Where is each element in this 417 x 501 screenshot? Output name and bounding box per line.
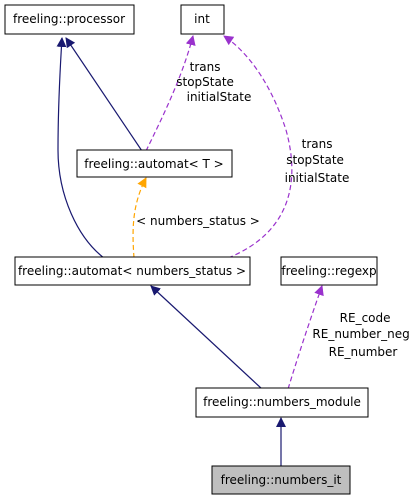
label-int-automat-t: trans stopState initialState (176, 60, 251, 104)
node-automat-numbers-status[interactable]: freeling::automat< numbers_status > (14, 256, 251, 286)
node-numbers-module[interactable]: freeling::numbers_module (195, 387, 369, 418)
label-int-automat-numbers: trans stopState initialState (285, 137, 350, 185)
edge-int-to-automat-numbers (223, 35, 293, 259)
node-automat-numbers-label: freeling::automat< numbers_status > (18, 264, 246, 278)
node-automat-t[interactable]: freeling::automat< T > (76, 149, 233, 178)
node-processor[interactable]: freeling::processor (4, 4, 135, 35)
label-regexp-module: RE_code RE_number_neg RE_number (312, 311, 413, 359)
node-numbers-module-label: freeling::numbers_module (203, 395, 361, 409)
edge-template-binding (132, 177, 147, 259)
node-regexp-label: freeling::regexp (281, 264, 376, 278)
edge-automat-numbers-inherits-processor (56, 37, 105, 259)
edge-module-inherits-automat (150, 285, 263, 390)
node-automat-t-label: freeling::automat< T > (84, 157, 223, 171)
node-int[interactable]: int (180, 4, 225, 35)
node-numbers-it-label: freeling::numbers_it (221, 473, 342, 487)
edge-int-to-automat-t (145, 35, 196, 152)
edge-regexp-to-module (287, 285, 324, 390)
label-template-binding: < numbers_status > (136, 214, 260, 228)
edge-automat-t-inherits-processor (65, 37, 143, 152)
node-regexp[interactable]: freeling::regexp (280, 256, 378, 286)
node-int-label: int (194, 12, 210, 26)
node-numbers-it[interactable]: freeling::numbers_it (211, 465, 351, 495)
node-processor-label: freeling::processor (13, 12, 125, 26)
